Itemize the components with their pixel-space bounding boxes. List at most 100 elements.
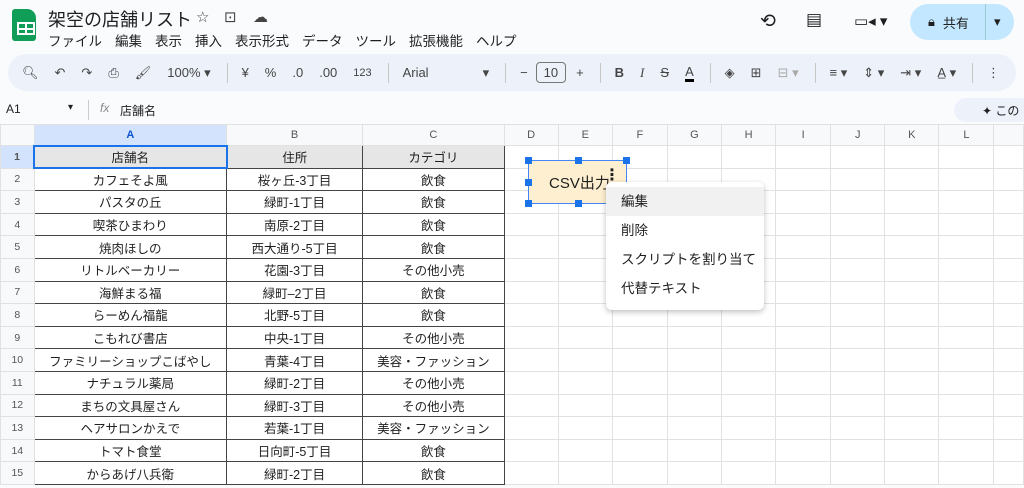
cell[interactable]	[993, 370, 1024, 395]
name-box-dropdown-icon[interactable]: ▾	[68, 102, 74, 113]
cell[interactable]	[993, 145, 1024, 169]
cell[interactable]	[503, 416, 559, 440]
cell[interactable]: その他小売	[362, 370, 505, 395]
cell[interactable]	[993, 438, 1024, 463]
cell[interactable]	[830, 145, 886, 169]
comment-icon[interactable]: ▤	[806, 10, 823, 29]
cell[interactable]	[938, 212, 995, 237]
cell[interactable]	[830, 416, 886, 440]
cell[interactable]	[993, 416, 1024, 440]
cell[interactable]	[775, 325, 832, 350]
cell[interactable]: 若葉-1丁目	[226, 416, 364, 440]
cell[interactable]	[775, 145, 832, 169]
column-header[interactable]: B	[226, 124, 364, 146]
select-all-corner[interactable]	[0, 124, 35, 146]
row-header[interactable]: 14	[0, 438, 35, 463]
context-menu-item[interactable]: 削除	[621, 223, 648, 238]
cell[interactable]: 緑町-2丁目	[226, 461, 364, 485]
text-color-button[interactable]: A	[685, 64, 694, 82]
font-dropdown-icon[interactable]: ▾	[482, 64, 490, 80]
merge-cells-icon[interactable]: ⊟ ▾	[777, 64, 799, 80]
cloud-status-icon[interactable]: ☁	[253, 9, 268, 26]
row-header[interactable]: 3	[0, 190, 35, 214]
cell[interactable]	[611, 416, 668, 440]
strikethrough-button[interactable]: S	[660, 65, 670, 80]
cell[interactable]	[611, 393, 668, 418]
cell[interactable]	[503, 235, 559, 259]
cell[interactable]	[830, 393, 886, 418]
menu-item[interactable]: 挿入	[195, 34, 222, 49]
increase-decimal-button[interactable]: .00	[319, 65, 338, 80]
column-header[interactable]: F	[611, 124, 668, 146]
cell[interactable]	[721, 461, 777, 485]
cell[interactable]	[830, 280, 886, 305]
cell[interactable]	[830, 370, 886, 395]
redo-icon[interactable]: ↷	[81, 64, 93, 80]
cell[interactable]	[775, 370, 832, 395]
cell[interactable]	[938, 370, 995, 395]
cell[interactable]	[830, 438, 886, 463]
cell[interactable]: 飲食	[362, 280, 505, 305]
cell[interactable]	[557, 235, 613, 259]
cell[interactable]: 花園-3丁目	[226, 257, 364, 282]
cell[interactable]	[503, 370, 559, 395]
cell[interactable]	[557, 325, 613, 350]
cell[interactable]	[666, 370, 723, 395]
cell[interactable]	[557, 348, 613, 372]
cell[interactable]	[557, 280, 613, 305]
print-icon[interactable]: ⎙	[108, 64, 119, 80]
cell[interactable]	[938, 416, 995, 440]
cell[interactable]	[830, 235, 886, 259]
undo-icon[interactable]: ↶	[54, 64, 66, 80]
cell[interactable]: 北野-5丁目	[226, 303, 364, 327]
cell[interactable]: まちの文具屋さん	[33, 393, 228, 418]
star-icon[interactable]: ☆	[196, 9, 210, 26]
cell[interactable]: 緑町–2丁目	[226, 280, 364, 305]
cell[interactable]	[775, 416, 832, 440]
gemini-button[interactable]: ✦ この	[954, 98, 1024, 122]
menu-item[interactable]: 表示	[155, 34, 182, 49]
cell[interactable]	[884, 257, 940, 282]
cell[interactable]	[938, 145, 995, 169]
cell[interactable]	[611, 438, 668, 463]
cell[interactable]	[721, 393, 777, 418]
column-header[interactable]: J	[830, 124, 886, 146]
font-size-increase[interactable]: +	[576, 65, 584, 80]
row-header[interactable]: 8	[0, 303, 35, 327]
cell[interactable]: 海鮮まる福	[33, 280, 228, 305]
cell[interactable]	[884, 348, 940, 372]
cell[interactable]	[830, 190, 886, 214]
cell[interactable]	[830, 303, 886, 327]
cell[interactable]	[884, 370, 940, 395]
cell[interactable]	[884, 190, 940, 214]
cell[interactable]: ナチュラル薬局	[33, 370, 228, 395]
name-box[interactable]: A1	[6, 102, 21, 116]
cell[interactable]: 店舗名	[33, 144, 228, 170]
column-header[interactable]: K	[884, 124, 940, 146]
menu-item[interactable]: ファイル	[48, 34, 102, 49]
cell[interactable]	[938, 348, 995, 372]
cell[interactable]	[830, 461, 886, 485]
row-header[interactable]: 2	[0, 167, 35, 192]
cell[interactable]	[666, 416, 723, 440]
column-header[interactable]: D	[503, 124, 559, 146]
cell[interactable]	[721, 370, 777, 395]
cell[interactable]	[503, 348, 559, 372]
cell[interactable]	[993, 325, 1024, 350]
drawing-menu-icon[interactable]: ⋮	[604, 167, 620, 184]
cell[interactable]	[830, 325, 886, 350]
cell[interactable]	[938, 325, 995, 350]
cell[interactable]	[557, 461, 613, 485]
cell[interactable]	[884, 212, 940, 237]
vertical-align-icon[interactable]: ⇕ ▾	[863, 64, 885, 80]
cell[interactable]: らーめん福龍	[33, 303, 228, 327]
cell[interactable]	[666, 348, 723, 372]
cell[interactable]	[884, 235, 940, 259]
cell[interactable]: 桜ヶ丘-3丁目	[226, 167, 364, 192]
cell[interactable]	[557, 438, 613, 463]
cell[interactable]	[993, 348, 1024, 372]
cell[interactable]: トマト食堂	[33, 438, 228, 463]
row-header[interactable]: 6	[0, 257, 35, 282]
cell[interactable]	[884, 416, 940, 440]
cell[interactable]: 飲食	[362, 212, 505, 237]
